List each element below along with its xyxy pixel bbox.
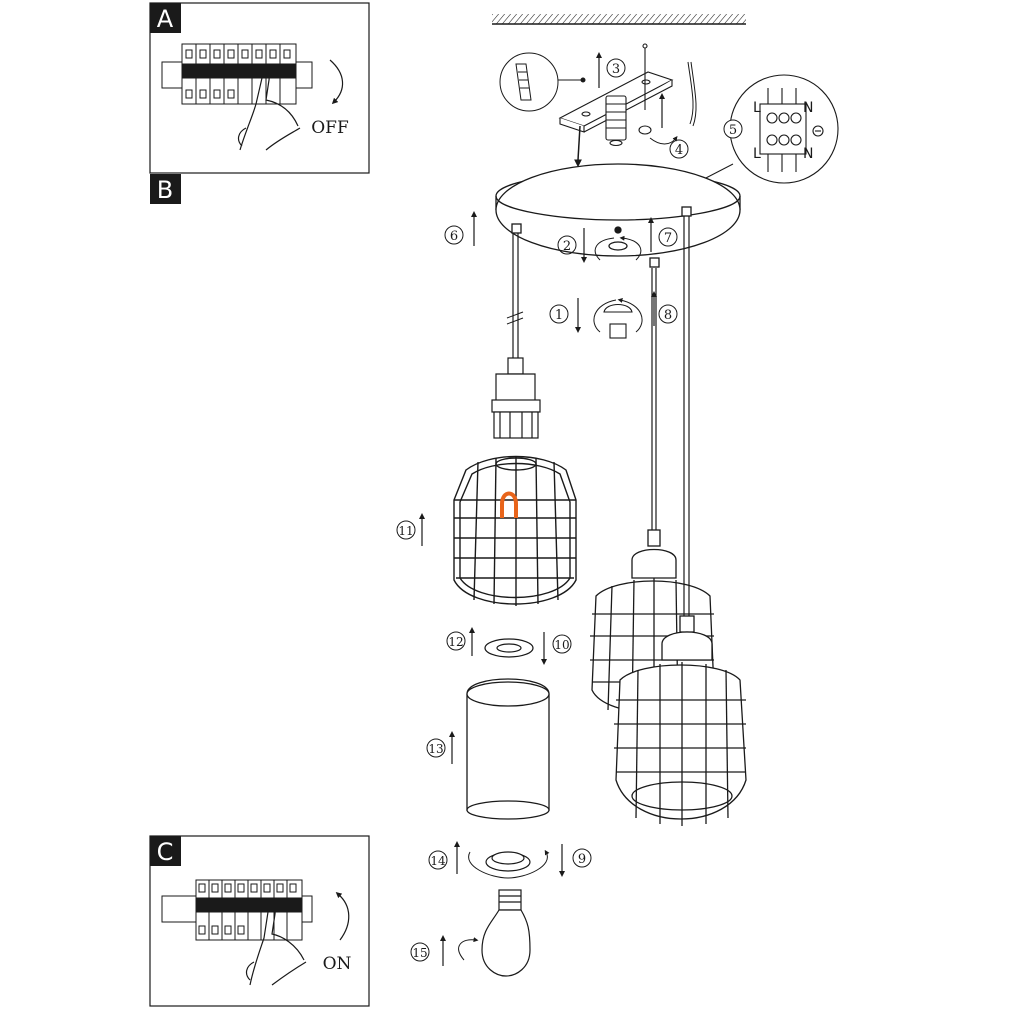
rotate-arrow-icon (649, 136, 678, 145)
terminal-n-top: N (803, 100, 813, 116)
pendant-cables (506, 216, 690, 625)
switch-on-arrow-icon (335, 892, 350, 941)
panel-a-letter: A (157, 5, 174, 33)
hand-icon (245, 907, 307, 986)
pendant-2 (590, 529, 715, 718)
svg-text:6: 6 (450, 229, 458, 244)
step-label-7: 7 (648, 217, 678, 252)
hand-icon (237, 73, 301, 151)
svg-text:3: 3 (612, 62, 620, 77)
cable-clamp (603, 303, 633, 339)
svg-text:7: 7 (664, 231, 672, 246)
mounting-bracket (558, 43, 674, 168)
svg-text:12: 12 (448, 635, 463, 649)
rotate-arrow-icon (594, 238, 642, 261)
canopy (495, 163, 741, 268)
terminal-l-bottom: L (753, 146, 761, 162)
terminal-l-top: L (753, 100, 761, 116)
step-label-9: 9 (559, 844, 592, 877)
rotate-arrow-icon (468, 849, 550, 879)
rotate-arrow-icon (458, 937, 479, 961)
filament (500, 491, 518, 518)
supply-wires (687, 61, 697, 127)
ring-nut (485, 851, 531, 872)
panel-a-caption: OFF (311, 118, 349, 138)
svg-text:2: 2 (563, 239, 571, 254)
svg-text:5: 5 (729, 123, 737, 138)
svg-text:4: 4 (675, 143, 683, 158)
rotate-arrow-icon (593, 300, 643, 333)
svg-text:13: 13 (428, 742, 443, 756)
svg-text:8: 8 (664, 308, 672, 323)
panel-c-caption: ON (323, 954, 352, 974)
svg-text:15: 15 (412, 946, 427, 960)
panel-a-badge (150, 3, 181, 33)
step-label-2: 2 (557, 228, 587, 263)
breaker-bank-c (195, 879, 303, 941)
terminal-block (729, 74, 839, 184)
step-label-11: 11 (396, 513, 425, 546)
wall-plug-detail (499, 52, 586, 112)
svg-text:11: 11 (398, 524, 413, 538)
step-label-14: 14 (428, 841, 460, 874)
step-label-6: 6 (444, 211, 477, 246)
svg-text:1: 1 (555, 308, 563, 323)
ceiling (492, 14, 746, 25)
step-label-3: 3 (606, 58, 626, 78)
panel-b: B (150, 174, 181, 204)
step-label-4: 4 (669, 139, 689, 159)
breaker-bank-a (181, 43, 297, 105)
glass-shade (466, 678, 550, 820)
step-label-10: 10 (541, 632, 572, 665)
step-label-12: 12 (446, 627, 475, 656)
step-label-5: 5 (723, 119, 743, 139)
panel-c-badge (150, 836, 181, 866)
cage-shade (453, 455, 577, 606)
terminal-n-bottom: N (803, 146, 813, 162)
step-label-15: 15 (410, 935, 446, 966)
step-label-1: 1 (549, 298, 581, 333)
washer (484, 638, 534, 658)
panel-a: A OFF (149, 2, 370, 174)
panel-b-badge (150, 174, 181, 204)
panel-b-letter: B (157, 176, 173, 204)
lamp-holder (491, 357, 541, 439)
svg-text:14: 14 (430, 854, 446, 868)
pendant-3 (614, 615, 747, 826)
panel-c: C ON (149, 835, 370, 1007)
step-label-8: 8 (651, 291, 678, 326)
switch-off-arrow-icon (329, 59, 344, 105)
svg-text:9: 9 (578, 852, 586, 867)
svg-text:10: 10 (554, 638, 569, 652)
panel-c-letter: C (157, 838, 174, 866)
light-bulb (481, 889, 531, 977)
step-label-13: 13 (426, 731, 455, 764)
